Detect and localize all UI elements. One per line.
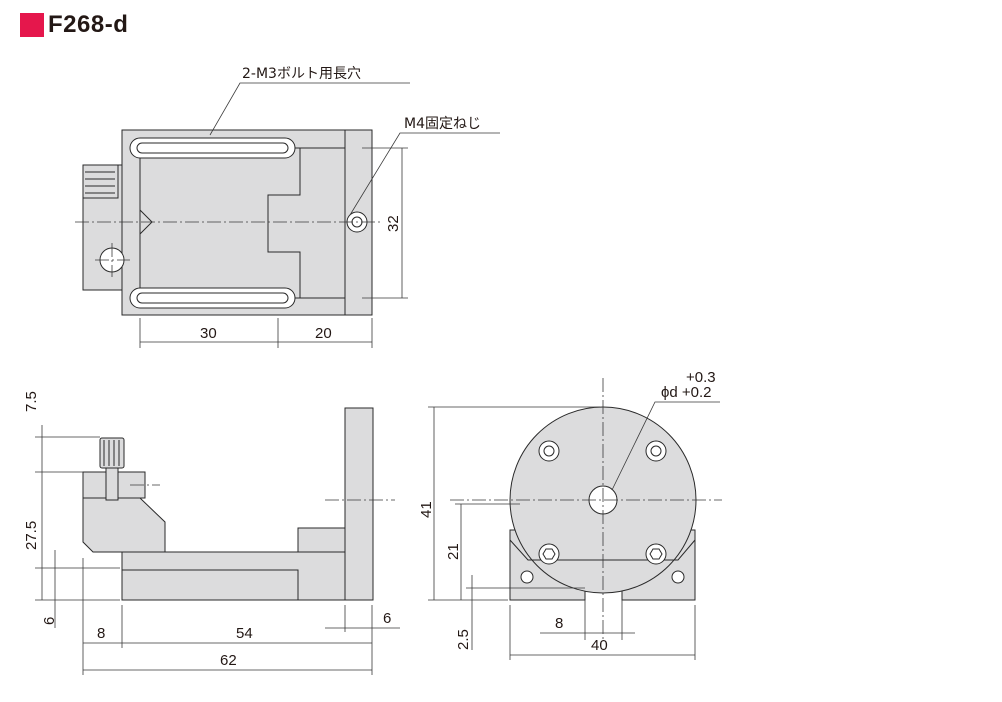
dim-2-5-lines	[466, 575, 585, 650]
small-screw-right	[671, 570, 685, 584]
dim-27-5-label: 27.5	[23, 521, 40, 550]
front-view: +0.3 ϕd +0.2 41 21 2.5 8 40	[418, 369, 722, 660]
slot-leader-line	[209, 82, 410, 136]
top-view-plate	[121, 129, 373, 316]
socket-hex-left	[542, 548, 556, 560]
dim-32-label: 32	[385, 215, 402, 232]
dim-40-lines	[509, 605, 696, 660]
dim-32-lines	[362, 147, 408, 299]
bore-leader-line	[611, 401, 720, 491]
screw-callout: M4固定ねじ	[404, 116, 481, 132]
dim-2-5-label: 2.5	[455, 629, 472, 650]
dim-6-right-line	[325, 605, 400, 632]
socket-screw-right	[645, 543, 667, 565]
top-view-hole-center	[95, 243, 130, 277]
top-slot-upper	[129, 137, 296, 159]
dim-41-label: 41	[418, 501, 435, 518]
dim-8-front-lines	[540, 600, 635, 640]
side-view-base-lower	[121, 569, 299, 601]
title-marker-square	[20, 13, 44, 37]
dim-bottom-lines	[82, 558, 373, 675]
disk-hole-right-inner	[650, 445, 662, 457]
disk-hole-left-inner	[543, 445, 555, 457]
side-view: 7.5 27.5 6 6 8 54 62	[23, 391, 400, 675]
disk-hole-right	[645, 440, 667, 462]
dim-21-lines	[455, 503, 520, 600]
dim-left-stack	[35, 425, 120, 601]
dim-6-left-label: 6	[41, 617, 58, 625]
side-view-knurl	[103, 440, 120, 466]
dim-7-5-label: 7.5	[23, 391, 40, 412]
top-slot-upper-inner	[136, 142, 289, 154]
side-view-wall	[344, 407, 374, 601]
screw-leader-line	[349, 132, 500, 216]
front-view-centerlines	[450, 378, 722, 640]
top-view-knurl	[85, 171, 115, 194]
dim-30-label: 30	[200, 325, 217, 342]
dim-8-front-label: 8	[555, 615, 563, 632]
top-slot-lower	[129, 287, 296, 309]
disk-hole-left	[538, 440, 560, 462]
bore-tol-upper: +0.3	[686, 369, 716, 386]
dim-62-label: 62	[220, 652, 237, 669]
side-view-screw-shank	[105, 467, 119, 501]
dim-8-label: 8	[97, 625, 105, 642]
dim-20-label: 20	[315, 325, 332, 342]
dim-41-lines	[428, 406, 600, 601]
small-screw-left	[520, 570, 534, 584]
top-slot-lower-inner	[136, 292, 289, 304]
title-block: F268-d	[20, 11, 128, 39]
bore-tol-label: ϕd +0.2	[661, 384, 712, 401]
dim-6-right-label: 6	[383, 610, 391, 627]
dim-40-label: 40	[591, 637, 608, 654]
socket-screw-left	[538, 543, 560, 565]
part-number-title: F268-d	[48, 11, 129, 38]
dim-21-label: 21	[445, 543, 462, 560]
slot-callout: 2-M3ボルト用長穴	[242, 66, 361, 82]
dim-30-20-lines	[139, 318, 373, 348]
side-view-holder	[82, 497, 166, 553]
socket-hex-right	[649, 548, 663, 560]
top-view: 2-M3ボルト用長穴 M4固定ねじ 32 30 20	[75, 66, 500, 348]
dim-54-label: 54	[236, 625, 253, 642]
